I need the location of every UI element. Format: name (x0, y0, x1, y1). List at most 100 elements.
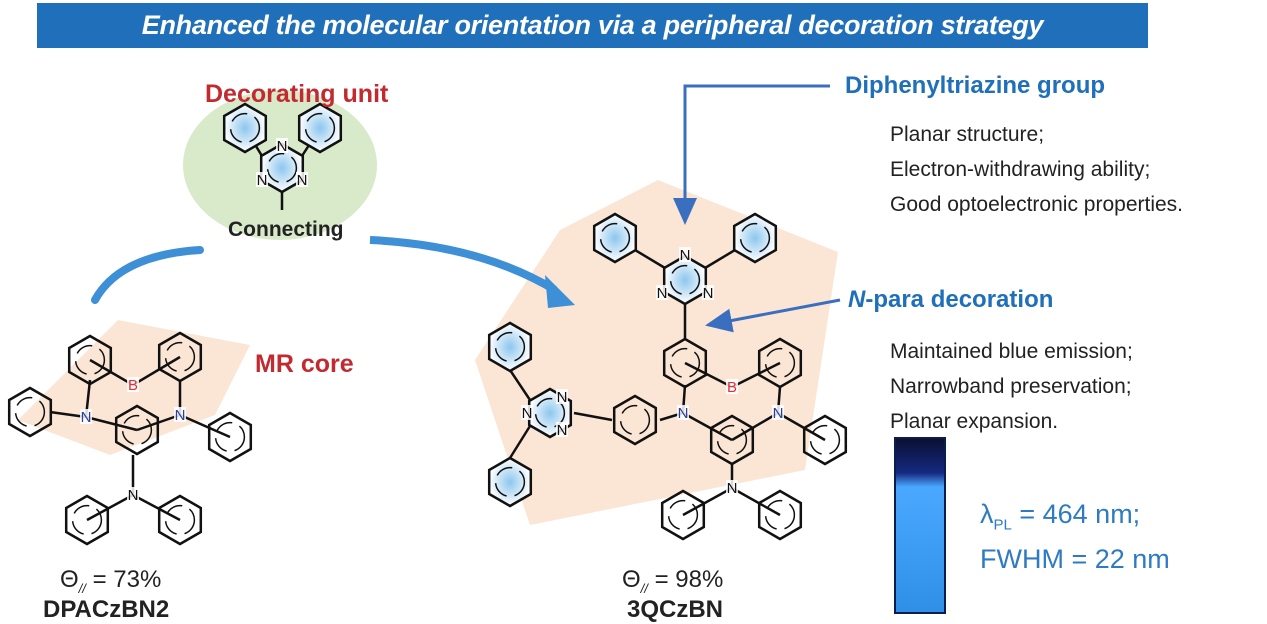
atom-n: N (773, 405, 784, 422)
fwhm: FWHM = 22 nm (980, 544, 1170, 575)
theta-value: = 73% (85, 566, 162, 593)
benzene-ring (7, 386, 53, 438)
atom-background (556, 422, 568, 437)
bond (85, 415, 138, 432)
bond (684, 361, 733, 389)
aromatic-bonds (214, 421, 246, 453)
lambda-sub: PL (993, 516, 1012, 534)
compound-name-3qczbn: 3QCzBN (627, 596, 724, 623)
atom-background (702, 285, 714, 300)
atom-n: N (727, 480, 738, 497)
benzene-ring (709, 414, 755, 466)
n-para-rest: -para decoration (865, 286, 1054, 313)
bond (132, 493, 181, 522)
aromatic-bonds (809, 424, 841, 456)
atom-b: B (727, 379, 737, 396)
benzene-ring (222, 102, 268, 154)
benzene-ring (592, 212, 638, 264)
aromatic-bonds (764, 499, 796, 531)
aromatic-bonds (266, 152, 298, 184)
atom-background (521, 405, 533, 420)
atom-background (726, 480, 738, 495)
atom-background (772, 405, 784, 420)
benzene-ring (114, 404, 160, 456)
benzene-ring (662, 337, 708, 389)
aromatic-bonds (534, 397, 566, 429)
atom-n: N (680, 247, 691, 264)
atom-n: N (678, 405, 689, 422)
aromatic-bonds (667, 499, 699, 531)
aromatic-bonds (121, 414, 153, 446)
aromatic-bonds (164, 341, 196, 373)
point: Narrowband preservation; (890, 375, 1132, 398)
theta-3qczbn: Θ// = 98% (622, 566, 723, 596)
aromatic-bonds (71, 504, 103, 536)
aromatic-bonds (669, 264, 701, 296)
atom-n: N (257, 172, 268, 189)
atom-background (256, 172, 268, 187)
connecting-arrow-right (369, 236, 558, 294)
diphenyltriazine-heading: Diphenyltriazine group (845, 72, 1106, 99)
point: Good optoelectronic properties. (890, 193, 1184, 216)
point: Electron-withdrawing ability; (890, 158, 1151, 181)
bond (682, 486, 733, 517)
atom-background (276, 138, 288, 153)
triazine-callout-arrow (673, 84, 830, 225)
benzene-ring (297, 102, 343, 154)
atom-n: N (277, 138, 288, 155)
atom-n: N (175, 407, 186, 424)
bond (682, 411, 733, 442)
lambda-pl: λPL = 464 nm; (980, 497, 1170, 542)
bond (179, 413, 231, 439)
bond (132, 355, 181, 387)
n-italic: N (848, 286, 866, 313)
connecting-arrowhead (545, 275, 575, 308)
atom-background (726, 379, 738, 394)
triazine-ring (259, 142, 305, 194)
aromatic-bonds (764, 347, 796, 379)
point: Planar expansion. (890, 410, 1059, 433)
point: Planar structure; (890, 123, 1045, 146)
atom-n: N (557, 389, 568, 406)
benzene-ring (64, 494, 110, 546)
benzene-ring (207, 411, 253, 463)
atom-background (656, 285, 668, 300)
atom-n: N (657, 285, 668, 302)
bond (573, 411, 613, 422)
lambda-symbol: λ (980, 499, 994, 529)
theta-symbol: Θ (60, 566, 79, 593)
benzene-ring (67, 334, 113, 386)
triazine-ring (662, 254, 708, 306)
atom-n: N (703, 285, 714, 302)
benzene-ring (757, 337, 803, 389)
aromatic-bonds (304, 112, 336, 144)
mr-core-label: MR core (255, 350, 354, 378)
atom-b: B (128, 377, 138, 394)
atom-background (80, 409, 92, 424)
bond (731, 411, 779, 442)
title-banner: Enhanced the molecular orientation via a… (37, 3, 1148, 48)
benzene-ring (802, 414, 848, 466)
atom-n: N (128, 487, 139, 504)
aromatic-bonds (599, 222, 631, 254)
benzene-ring (157, 494, 203, 546)
aromatic-bonds (14, 396, 46, 428)
point: Maintained blue emission; (890, 340, 1133, 363)
lambda-value: = 464 nm; (1011, 499, 1141, 529)
aromatic-bonds (74, 344, 106, 376)
atom-n: N (522, 405, 533, 422)
aromatic-bonds (164, 504, 196, 536)
cuvette-photo (894, 437, 946, 614)
theta-dpaczbn2: Θ// = 73% (60, 566, 161, 596)
photophysics-values: λPL = 464 nm; FWHM = 22 nm (980, 497, 1170, 576)
atom-background (174, 407, 186, 422)
aromatic-bonds (716, 424, 748, 456)
n-para-heading: N-para decoration (848, 286, 1053, 314)
decorating-unit-label: Decorating unit (205, 80, 389, 108)
theta-sub: // (78, 580, 86, 596)
bond (731, 361, 781, 389)
bond (508, 425, 532, 459)
benzene-ring (487, 321, 533, 373)
n-para-callout-arrow (705, 298, 841, 333)
